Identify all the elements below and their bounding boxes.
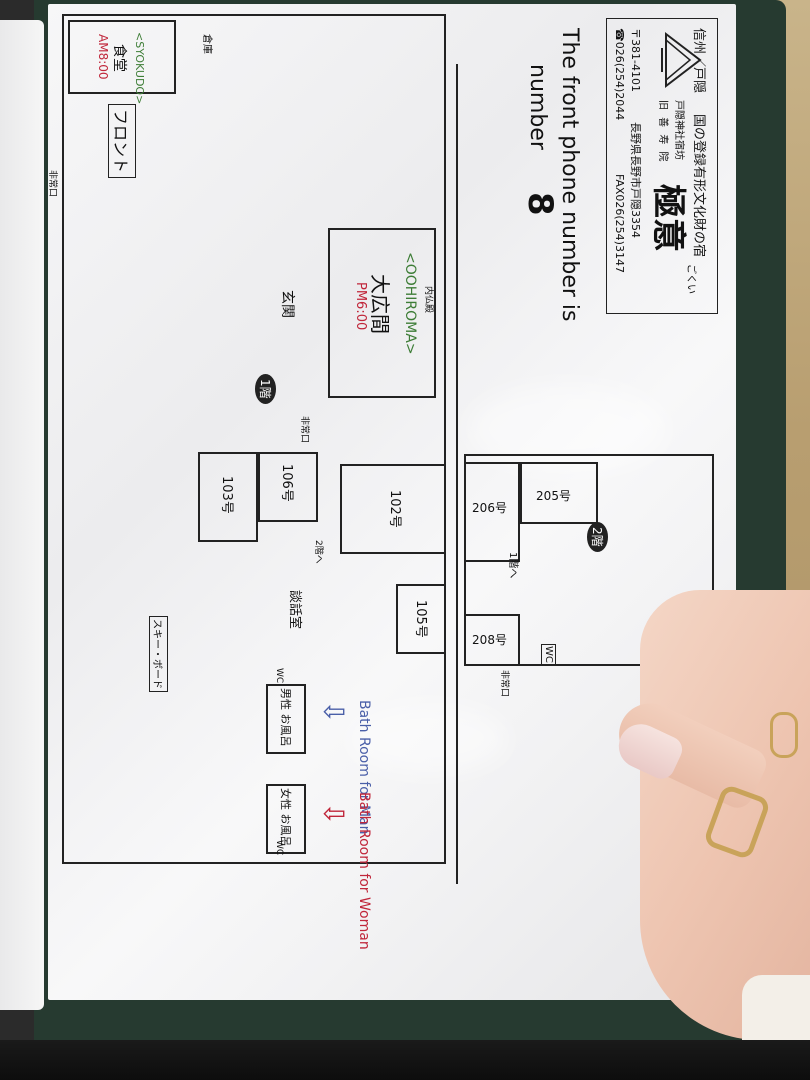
hand	[640, 590, 810, 1040]
temple-line1: 戸隠神社宿坊	[673, 100, 684, 160]
room-106-label: 106号	[279, 464, 294, 502]
lounge: 談話室	[287, 590, 302, 630]
dining-en: <SYOKUDO>	[133, 32, 146, 105]
ring	[770, 712, 798, 758]
phone-note-line2: number	[525, 64, 550, 150]
hall-time: PM6:00	[353, 282, 368, 331]
floor1-wc-2: WC	[274, 840, 284, 856]
hall-en: <OOHIROMA>	[402, 252, 418, 355]
room-206-label: 206号	[472, 500, 507, 515]
dining-jp: 食堂	[111, 44, 127, 72]
dining-time: AM8:00	[96, 34, 110, 80]
room-103-label: 103号	[219, 476, 234, 514]
sleeve-glare	[348, 704, 508, 774]
temple-line2: 旧 善 寿 院	[657, 100, 668, 164]
bath-men-label: 男性 お風呂	[279, 688, 292, 747]
floor-map-sheet: 信州／戸隠 国の登録有形文化財の宿 戸隠神社宿坊 旧 善 寿 院 極意 ごくい …	[47, 4, 736, 1000]
floor1-label: 1階	[255, 374, 276, 404]
inn-reading: ごくい	[685, 264, 696, 294]
room-102-label: 102号	[387, 490, 402, 528]
hall-jp: 大広間	[368, 274, 392, 334]
inn-logo-icon	[656, 30, 706, 90]
storage: 倉庫	[201, 34, 212, 54]
bath-men-arrow-icon: ⇩	[317, 700, 350, 724]
floor1-stairs: 2階へ	[313, 540, 323, 564]
address: 長野県長野市戸隠3354	[629, 122, 642, 238]
inn-name: 極意	[648, 184, 688, 252]
front-desk: フロント	[108, 104, 136, 179]
floor-divider	[456, 64, 458, 884]
left-facing-page	[0, 20, 44, 1010]
floor2-stairs: 1階へ	[507, 552, 518, 579]
ski-board-room: スキー・ボード	[149, 616, 168, 692]
room-205-label: 205号	[536, 488, 571, 503]
floor1-emergency-exit-1: 非常口	[47, 170, 57, 198]
floor2-wc: WC	[541, 644, 556, 665]
region-label: 信州／戸隠	[691, 28, 706, 94]
bath-women-en: Bath Room for Woman	[356, 792, 372, 950]
buddhist-altar: 内仏殿	[423, 286, 433, 314]
bottom-shade	[0, 1040, 810, 1080]
rotated-floor-map: 信州／戸隠 国の登録有形文化財の宿 戸隠神社宿坊 旧 善 寿 院 極意 ごくい …	[47, 4, 736, 1000]
phone-note-line1: The front phone number is	[557, 28, 582, 322]
sleeve-glare	[468, 384, 668, 474]
room-208-label: 208号	[472, 632, 507, 647]
fax: FAX026(254)3147	[613, 174, 626, 273]
room-105-label: 105号	[413, 600, 428, 638]
floor2-label: 2階	[587, 522, 608, 552]
floor2-emergency-exit: 非常口	[499, 670, 509, 698]
tel: ☎026(254)2044	[613, 28, 626, 121]
bath-women-label: 女性 お風呂	[279, 788, 292, 847]
floor1-wc-1: WC	[274, 668, 284, 684]
entrance: 玄関	[279, 290, 295, 318]
floor1-emergency-exit-2: 非常口	[299, 416, 309, 444]
bath-women-arrow-icon: ⇩	[317, 802, 350, 826]
postal-code: 〒381-4101	[629, 28, 642, 92]
phone-number: 8	[520, 192, 560, 216]
